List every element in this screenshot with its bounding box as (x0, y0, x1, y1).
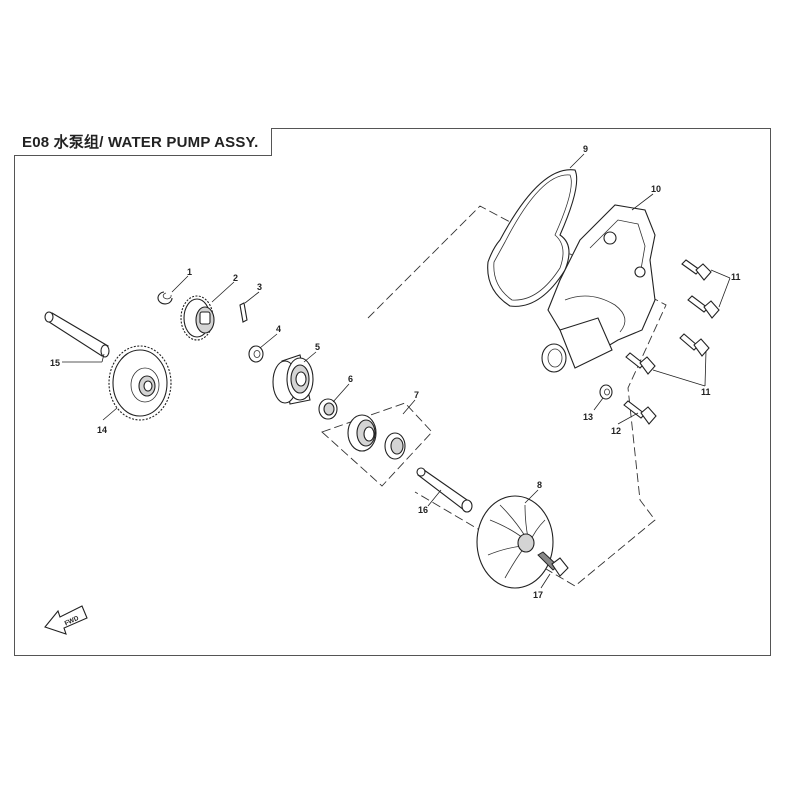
callout-13: 13 (583, 412, 593, 422)
callout-2: 2 (233, 273, 238, 283)
part-1-circlip[interactable] (157, 291, 173, 305)
callout-1: 1 (187, 267, 192, 277)
part-2-small-gear[interactable] (180, 295, 215, 341)
callout-14: 14 (97, 425, 107, 435)
diagram-frame (14, 128, 771, 656)
part-13-washer[interactable] (599, 384, 613, 400)
callout-15: 15 (50, 358, 60, 368)
callout-11-lower: 11 (701, 387, 711, 397)
callout-4: 4 (276, 324, 281, 334)
part-11-bolt-d[interactable] (625, 352, 656, 375)
callout-16: 16 (418, 505, 428, 515)
part-10-pump-cover[interactable] (541, 204, 656, 373)
leader-lines (62, 153, 731, 589)
part-14-large-gear[interactable] (108, 345, 172, 421)
diagram-title: E08 水泵组/ WATER PUMP ASSY. (22, 134, 259, 151)
part-7-water-seal[interactable] (347, 414, 406, 460)
callout-11-upper: 11 (731, 272, 741, 282)
part-3-pin[interactable] (239, 302, 248, 323)
callout-7: 7 (414, 390, 419, 400)
cover-assembly-outline (367, 205, 667, 587)
fwd-arrow-icon: FWD (44, 605, 88, 635)
part-11-bolt-a[interactable] (681, 259, 712, 281)
part-11-bolt-b[interactable] (687, 295, 720, 319)
part-8-impeller[interactable] (476, 495, 554, 589)
part-15-shaft[interactable] (44, 311, 110, 358)
title-box (14, 128, 272, 156)
callout-6: 6 (348, 374, 353, 384)
callout-5: 5 (315, 342, 320, 352)
part-17-bolt[interactable] (537, 551, 569, 577)
callout-8: 8 (537, 480, 542, 490)
callout-labels: 1 2 3 4 5 6 7 8 9 10 11 11 12 13 14 15 1… (50, 144, 741, 600)
callout-12: 12 (611, 426, 621, 436)
callout-3: 3 (257, 282, 262, 292)
part-5-bearing[interactable] (272, 354, 314, 405)
part-6-washer[interactable] (318, 398, 338, 420)
part-16-pump-shaft[interactable] (416, 467, 473, 513)
part-12-drain-bolt[interactable] (623, 400, 657, 425)
part-11-bolt-c[interactable] (679, 333, 710, 357)
part-4-washer[interactable] (248, 345, 264, 363)
callout-10: 10 (651, 184, 661, 194)
callout-17: 17 (533, 590, 543, 600)
seal-group-outline (321, 402, 433, 487)
callout-9: 9 (583, 144, 588, 154)
